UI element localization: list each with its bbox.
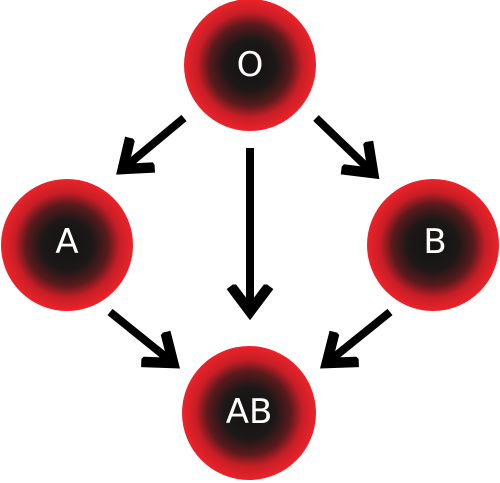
arrow-o-to-b	[313, 115, 372, 172]
node-ab: AB	[182, 346, 316, 480]
arrow-o-to-a	[124, 114, 187, 168]
node-a: A	[1, 179, 133, 311]
node-o-cell	[184, 0, 316, 131]
node-b-cell	[367, 179, 499, 311]
node-b: B	[367, 179, 499, 311]
edges	[107, 114, 393, 362]
node-a-label: A	[55, 222, 78, 262]
node-o-label: O	[237, 45, 264, 85]
node-o: O	[184, 0, 316, 131]
node-b-label: B	[423, 222, 446, 262]
arrow-a-to-ab	[107, 308, 172, 362]
node-ab-cell	[182, 346, 316, 480]
arrow-b-to-ab	[328, 308, 393, 362]
node-a-cell	[1, 179, 133, 311]
node-ab-label: AB	[226, 392, 273, 432]
